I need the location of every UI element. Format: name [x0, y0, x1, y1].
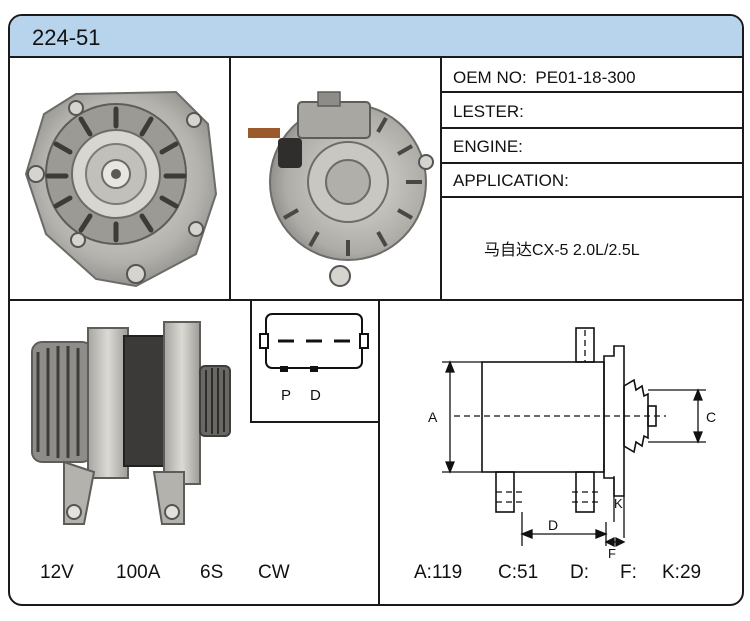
oem-value: PE01-18-300 — [535, 68, 636, 87]
product-card: 224-51 OEM NO: PE01-18-300 LESTER: ENGIN… — [8, 14, 744, 606]
dim-label-a: A — [428, 409, 438, 425]
dimension-k-value: K:29 — [662, 562, 702, 583]
dim-label-f: F — [608, 546, 616, 561]
connector-box-left — [250, 299, 252, 423]
alternator-rear-view-image — [248, 91, 434, 287]
spec-voltage: 12V — [40, 562, 74, 583]
info-divider-1 — [440, 91, 742, 93]
dimension-a-value: A:119 — [414, 562, 463, 583]
col-divider-top-2 — [440, 58, 442, 299]
spec-rotation: CW — [258, 562, 290, 583]
dimension-c-value: C:51 — [498, 562, 539, 583]
col-divider-top-1 — [229, 58, 231, 299]
dim-label-d: D — [548, 517, 558, 533]
info-divider-4 — [440, 196, 742, 198]
connector-pin-d-label: D — [310, 387, 321, 404]
dim-label-k: K — [614, 496, 623, 511]
info-divider-2 — [440, 127, 742, 129]
engine-label: ENGINE: — [453, 137, 523, 156]
dimension-f-value: F: — [620, 562, 637, 583]
part-number-title: 224-51 — [32, 25, 101, 50]
col-divider-bottom — [378, 299, 380, 604]
alternator-front-view-image — [24, 90, 218, 288]
connector-diagram: P D — [259, 313, 369, 404]
lester-label: LESTER: — [453, 102, 524, 121]
dimension-drawing: A C K D F — [428, 327, 716, 561]
application-label: APPLICATION: — [453, 171, 569, 190]
spec-pulley: 6S — [200, 562, 224, 583]
spec-current: 100A — [116, 562, 161, 583]
title-bar: 224-51 — [10, 16, 742, 58]
application-value: 马自达CX-5 2.0L/2.5L — [484, 242, 640, 259]
connector-box-bottom — [250, 421, 380, 423]
oem-row: OEM NO: PE01-18-300 — [453, 68, 636, 88]
dim-label-c: C — [706, 409, 716, 425]
alternator-side-view-image — [31, 321, 231, 525]
row-divider — [10, 299, 742, 301]
connector-pin-p-label: P — [281, 387, 291, 404]
dimension-d-value: D: — [570, 562, 589, 583]
info-divider-3 — [440, 162, 742, 164]
oem-label: OEM NO: — [453, 68, 527, 87]
